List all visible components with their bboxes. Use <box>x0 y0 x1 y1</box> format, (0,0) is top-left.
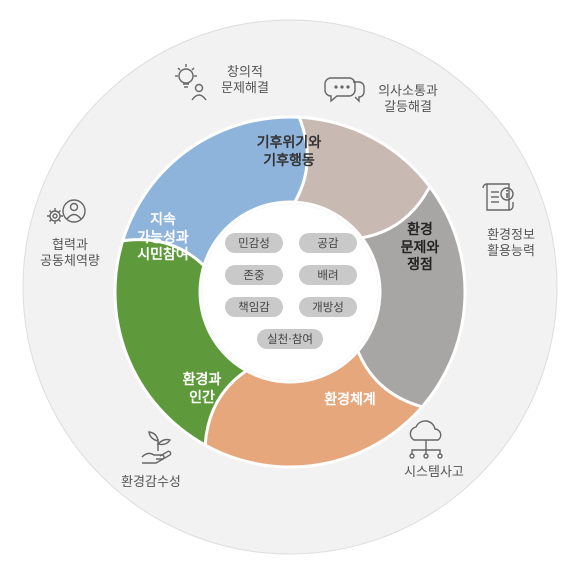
outer-label-env-info-literacy: 환경정보 활용능력 <box>487 228 535 260</box>
value-pill-respect: 존중 <box>225 265 283 285</box>
segment-label-env-issues: 환경 문제와 쟁점 <box>400 222 440 273</box>
outer-label-creative-problem-solving: 창의적 문제해결 <box>221 65 269 97</box>
gears-person-icon <box>47 199 86 224</box>
segment-label-env-systems: 환경체계 <box>324 392 376 408</box>
document-info-icon <box>482 183 514 211</box>
segment-sustainability <box>120 115 309 269</box>
value-pill-consideration: 배려 <box>299 265 357 285</box>
hand-plant-icon <box>141 431 172 464</box>
lightbulb-person-icon <box>175 64 207 101</box>
outer-label-communication: 의사소통과 갈등해결 <box>378 84 438 116</box>
segment-env-human <box>113 232 250 448</box>
inner-core-circle <box>202 204 378 380</box>
segment-env-issues <box>354 183 467 414</box>
outer-label-cooperation: 협력과 공동체역량 <box>40 238 100 270</box>
value-pill-responsibility: 책임감 <box>225 297 283 317</box>
segment-label-climate-crisis: 기후위기와 기후행동 <box>256 135 322 169</box>
segment-label-sustainability: 지속 가능성과 시민참여 <box>137 212 189 263</box>
value-pill-empathy: 공감 <box>299 233 357 253</box>
value-pill-practice: 실천·참여 <box>257 329 323 349</box>
value-pill-sensitivity: 민감성 <box>225 233 283 253</box>
segment-env-systems <box>198 348 425 469</box>
outer-label-env-sensitivity: 환경감수성 <box>121 475 181 490</box>
value-pill-openness: 개방성 <box>299 297 357 317</box>
segment-label-env-human: 환경과 인간 <box>182 372 222 406</box>
network-cloud-icon <box>409 420 443 459</box>
outer-label-systems-thinking: 시스템사고 <box>404 465 464 480</box>
speech-bubbles-icon <box>324 77 365 103</box>
